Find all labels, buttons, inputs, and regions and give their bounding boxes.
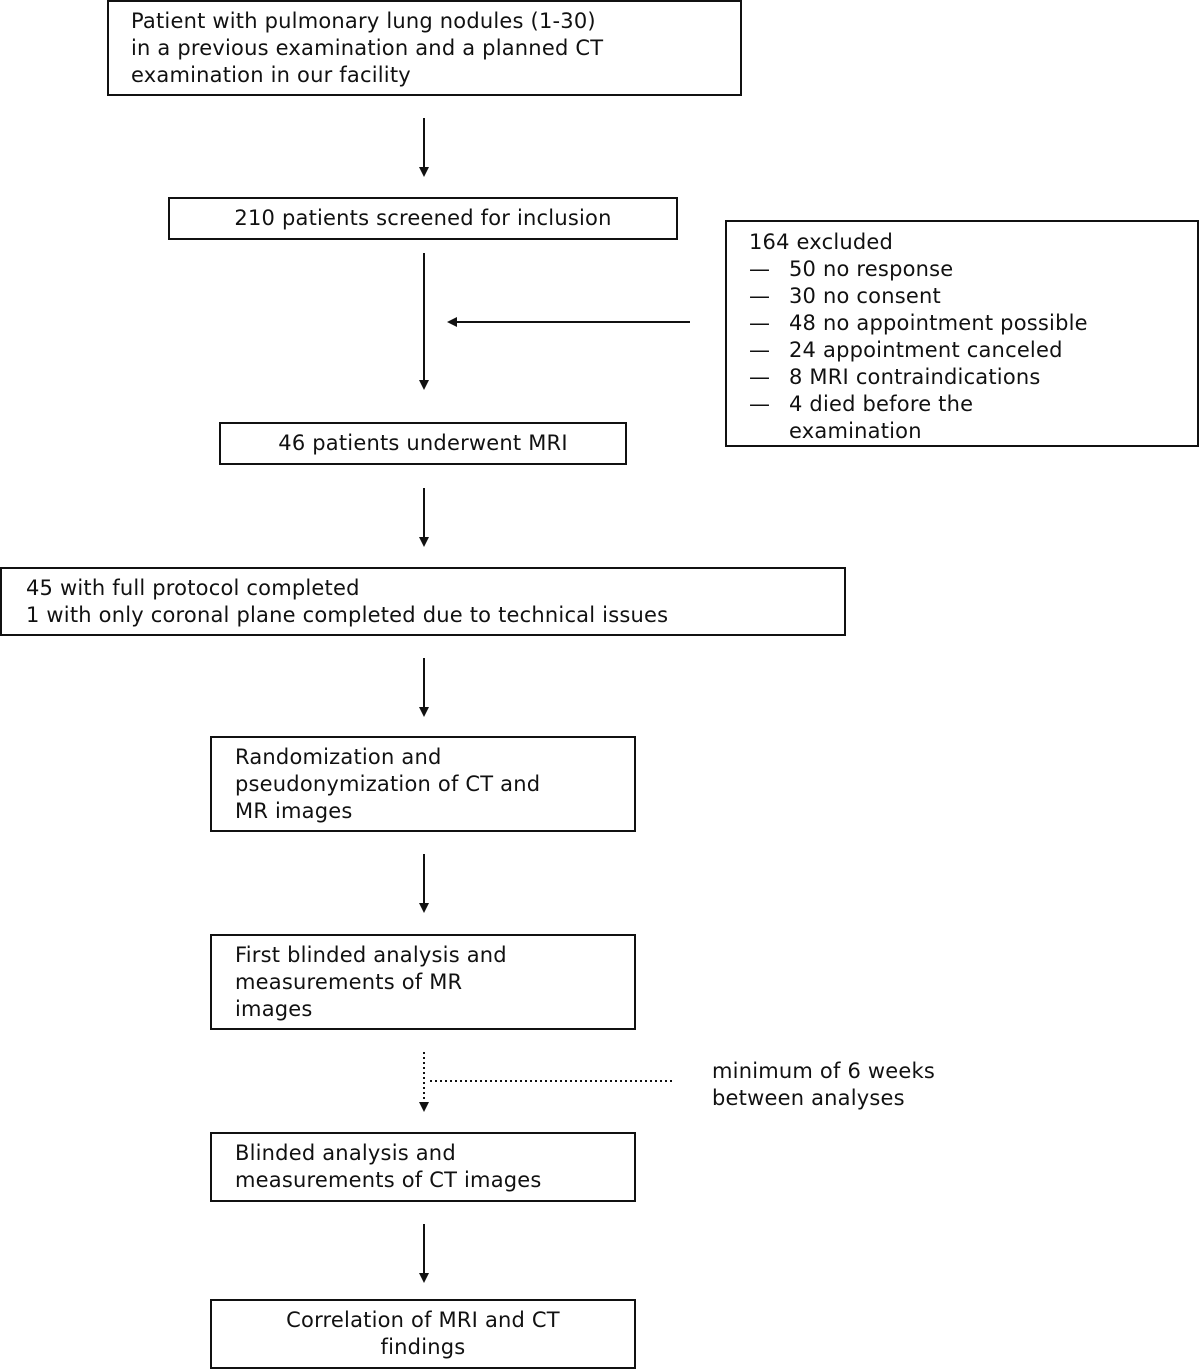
note-text-line: between analyses <box>712 1086 905 1110</box>
dash-icon: — <box>749 284 771 308</box>
interval-note: minimum of 6 weeks between analyses <box>712 1058 935 1112</box>
dash-icon: — <box>749 338 771 362</box>
box-ct-blinded-analysis: Blinded analysis and measurements of CT … <box>210 1132 636 1202</box>
box-text-line: 210 patients screened for inclusion <box>234 206 612 230</box>
box-text-line: findings <box>380 1335 466 1359</box>
box-protocol-completed: 45 with full protocol completed 1 with o… <box>0 567 846 636</box>
note-text-line: minimum of 6 weeks <box>712 1059 936 1083</box>
dash-icon: — <box>749 365 771 389</box>
excluded-item: —4 died before the <box>749 392 974 416</box>
box-text-line: Randomization and <box>235 745 442 769</box>
excluded-item-continuation: examination <box>789 419 922 443</box>
box-first-blinded-analysis: First blinded analysis and measurements … <box>210 934 636 1030</box>
box-text-line: 45 with full protocol completed <box>26 576 360 600</box>
box-excluded: 164 excluded —50 no response —30 no cons… <box>725 220 1199 447</box>
box-text-line: measurements of MR <box>235 970 463 994</box>
box-text-line: Patient with pulmonary lung nodules (1-3… <box>131 9 596 33</box>
box-text-line: 1 with only coronal plane completed due … <box>26 603 669 627</box>
excluded-item: —30 no consent <box>749 284 941 308</box>
excluded-item: —24 appointment canceled <box>749 338 1063 362</box>
box-underwent-mri: 46 patients underwent MRI <box>219 422 627 465</box>
excluded-item: —50 no response <box>749 257 954 281</box>
box-text-line: in a previous examination and a planned … <box>131 36 604 60</box>
dash-icon: — <box>749 311 771 335</box>
box-text-line: Blinded analysis and <box>235 1141 456 1165</box>
box-randomization: Randomization and pseudonymization of CT… <box>210 736 636 832</box>
box-text-line: MR images <box>235 799 353 823</box>
box-patient-nodules: Patient with pulmonary lung nodules (1-3… <box>107 0 742 96</box>
box-text-line: pseudonymization of CT and <box>235 772 541 796</box>
box-text-line: First blinded analysis and <box>235 943 507 967</box>
box-text-line: examination in our facility <box>131 63 411 87</box>
excluded-item: —8 MRI contraindications <box>749 365 1041 389</box>
box-text-line: 46 patients underwent MRI <box>278 431 568 455</box>
box-correlation: Correlation of MRI and CT findings <box>210 1299 636 1369</box>
dash-icon: — <box>749 257 771 281</box>
dash-icon: — <box>749 392 771 416</box>
box-text-line: Correlation of MRI and CT <box>286 1308 560 1332</box>
box-screened: 210 patients screened for inclusion <box>168 197 678 240</box>
box-text-line: measurements of CT images <box>235 1168 542 1192</box>
excluded-title: 164 excluded <box>749 230 894 254</box>
box-text-line: images <box>235 997 313 1021</box>
excluded-item: —48 no appointment possible <box>749 311 1088 335</box>
